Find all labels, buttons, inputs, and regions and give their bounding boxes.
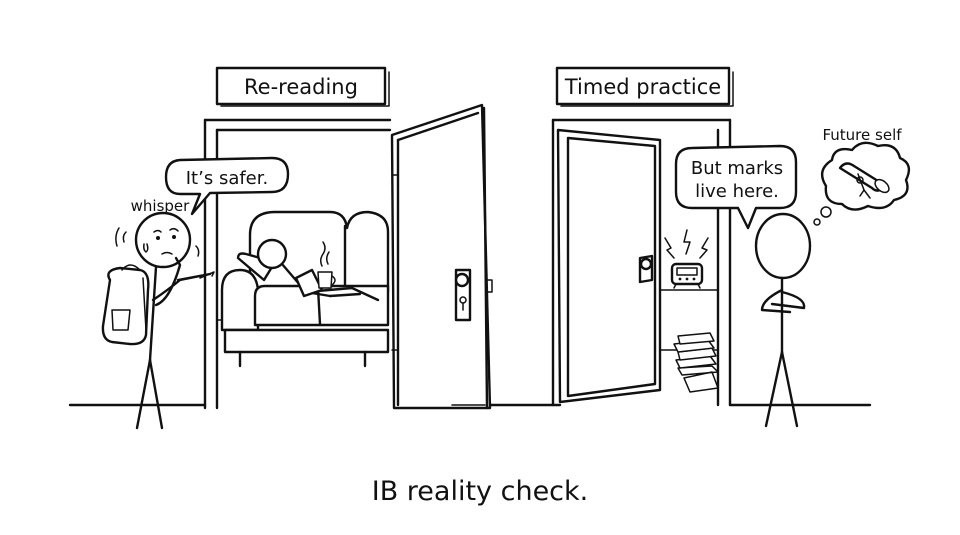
paper-stack-icon <box>673 332 719 393</box>
backpack-icon <box>101 264 150 346</box>
caption: IB reality check. <box>372 476 589 507</box>
doorknob-icon[interactable] <box>454 268 472 322</box>
whisper-tag: whisper <box>131 197 191 215</box>
sign-right-label: Timed practice <box>564 75 721 99</box>
alarm-clock-icon <box>664 229 709 289</box>
speech-right-line2: live here. <box>695 181 779 202</box>
speech-left-text: It’s safer. <box>186 168 268 189</box>
sign-timed-practice: Timed practice <box>555 66 734 107</box>
future-self-figure <box>754 212 812 428</box>
sign-left-label: Re-reading <box>244 75 358 99</box>
student-with-backpack <box>101 211 215 430</box>
right-doorknob-icon[interactable] <box>638 254 654 284</box>
speech-bubble-right: But marks live here. <box>674 144 798 230</box>
sign-re-reading: Re-reading <box>215 66 390 107</box>
thought-bubble <box>813 141 911 226</box>
reclining-figure <box>236 238 380 302</box>
left-door[interactable] <box>390 103 493 410</box>
speech-bubble-left: It’s safer. <box>164 156 290 216</box>
right-door[interactable] <box>556 128 662 404</box>
speech-right-line1: But marks <box>691 158 783 179</box>
diploma-scroll-icon <box>838 162 890 199</box>
couch <box>220 210 390 368</box>
thought-label: Future self <box>822 126 902 144</box>
